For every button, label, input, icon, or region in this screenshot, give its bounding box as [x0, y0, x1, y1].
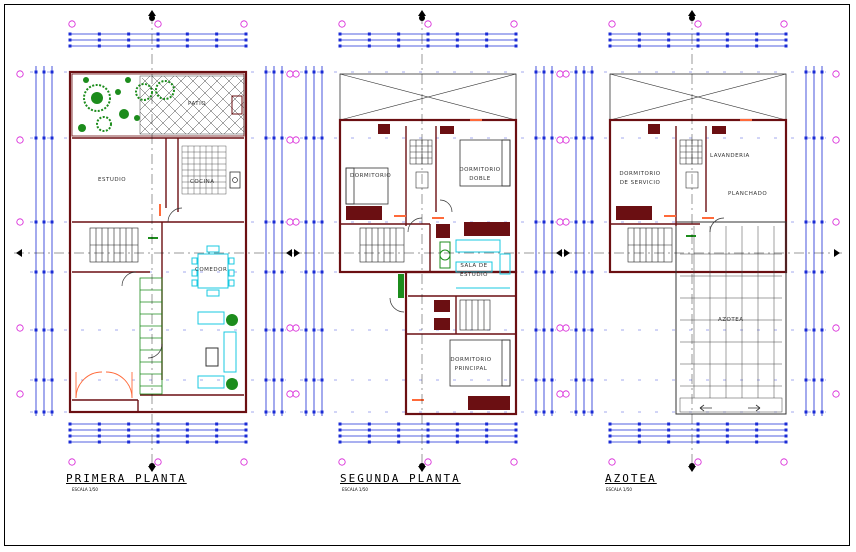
beds-segunda	[345, 139, 511, 387]
room-label: LAVANDERIA	[710, 153, 750, 159]
plan-title-segunda: SEGUNDA PLANTA	[340, 472, 461, 485]
room-label: SALA DE ESTUDIO	[459, 263, 489, 278]
stairs-primera	[89, 227, 139, 263]
room-label: DORMITORIO PRINCIPAL	[450, 357, 492, 372]
section-markers	[14, 10, 842, 472]
stairs-azotea	[627, 227, 673, 263]
drawing-frame	[4, 4, 850, 546]
kitchen-floor	[181, 145, 227, 195]
plan-scale-azotea: ESCALA 1/50	[606, 487, 632, 492]
garden-paving	[139, 75, 245, 135]
room-label: PLANCHADO	[728, 191, 768, 197]
plan-title-primera: PRIMERA PLANTA	[66, 472, 187, 485]
plan-primera-planta	[68, 70, 248, 414]
garden-trees	[78, 77, 175, 132]
room-label: DORMITORIO	[350, 173, 392, 179]
dining-table	[191, 245, 235, 297]
roof-grid	[679, 226, 783, 413]
plan-segunda-planta	[338, 73, 518, 416]
plan-title-azotea: AZOTEA	[605, 472, 657, 485]
plan-scale-segunda: ESCALA 1/50	[342, 487, 368, 492]
room-label: PATIO	[188, 101, 207, 107]
stairs-segunda	[359, 227, 491, 331]
room-label: COMEDOR	[195, 267, 228, 273]
plan-scale-primera: ESCALA 1/50	[72, 487, 98, 492]
living-sofas	[197, 311, 237, 389]
room-label: COCINA	[190, 179, 215, 185]
room-label: ESTUDIO	[98, 177, 127, 183]
room-label: DORMITORIO DE SERVICIO	[619, 171, 661, 186]
dimension-lines	[16, 20, 840, 466]
plan-azotea	[608, 73, 788, 415]
room-label: AZOTEA	[718, 317, 744, 323]
room-label: DORMITORIO DOBLE	[459, 167, 501, 182]
study-furniture	[439, 239, 511, 289]
